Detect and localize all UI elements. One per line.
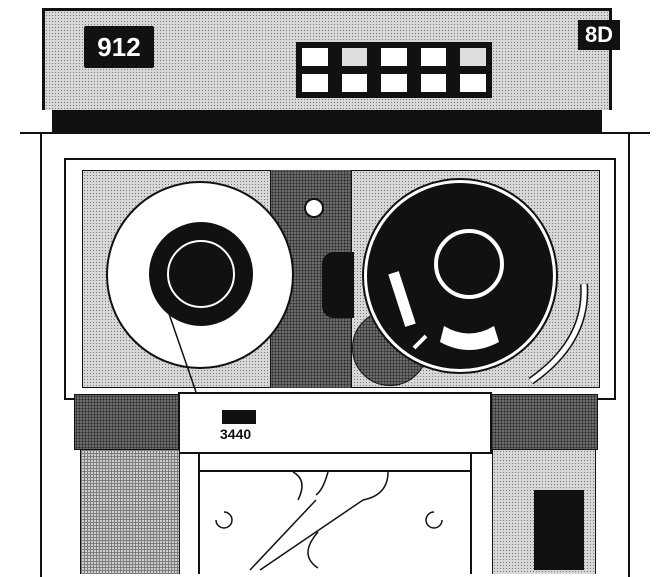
indicator-panel [296,42,492,98]
model-label: 912 [84,26,154,68]
indicator-light [381,74,407,92]
lower-right-block [534,490,584,570]
indicator-light [341,74,368,92]
supply-reel [106,181,294,393]
take-up-reel [362,178,589,385]
indicator-light [381,48,407,66]
corner-label: 8D [578,20,620,50]
lower-left-bar [74,394,180,450]
lower-right-bar [490,394,598,450]
tape-path-lines [215,471,443,571]
lower-center-rail [198,470,472,472]
top-unit-base [52,110,602,132]
indicator-light [460,74,486,92]
cabinet-top-edge [20,132,650,134]
lower-center-frame [198,454,472,574]
indicator-hole [304,198,324,218]
tape-guide [322,252,354,318]
indicator-light [420,74,447,92]
indicator-light [302,48,328,66]
indicator-light [302,74,328,92]
cabinet-frame [40,132,630,577]
brand-logo-icon [222,410,256,424]
indicator-light [341,48,368,66]
badge-label: 3440 [220,426,252,442]
indicator-light [460,48,486,66]
indicator-light [420,48,447,66]
lower-left-panel [80,450,180,574]
